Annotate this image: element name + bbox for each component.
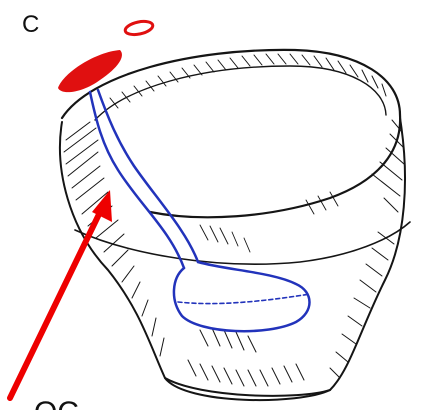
red-outline-ellipse — [124, 19, 154, 37]
panel-label: C — [22, 11, 39, 38]
highlight-marks — [58, 19, 154, 92]
cropped-bottom-text: OC — [34, 396, 79, 410]
spoon-bowl-inner-line — [178, 294, 310, 304]
bowl-rim-inner — [95, 66, 386, 120]
bowl-front-rim — [75, 222, 410, 264]
red-filled-blob — [58, 50, 122, 92]
bowl-hatching-right — [330, 120, 404, 378]
bowl-foot — [165, 378, 330, 396]
pointer-arrow — [10, 190, 112, 398]
bowl-hatching-bottom — [188, 328, 304, 386]
bowl-hatching-rim — [110, 54, 386, 108]
arrow-shaft — [10, 208, 102, 398]
bowl — [60, 50, 410, 400]
bowl-hatching-left — [64, 122, 164, 356]
